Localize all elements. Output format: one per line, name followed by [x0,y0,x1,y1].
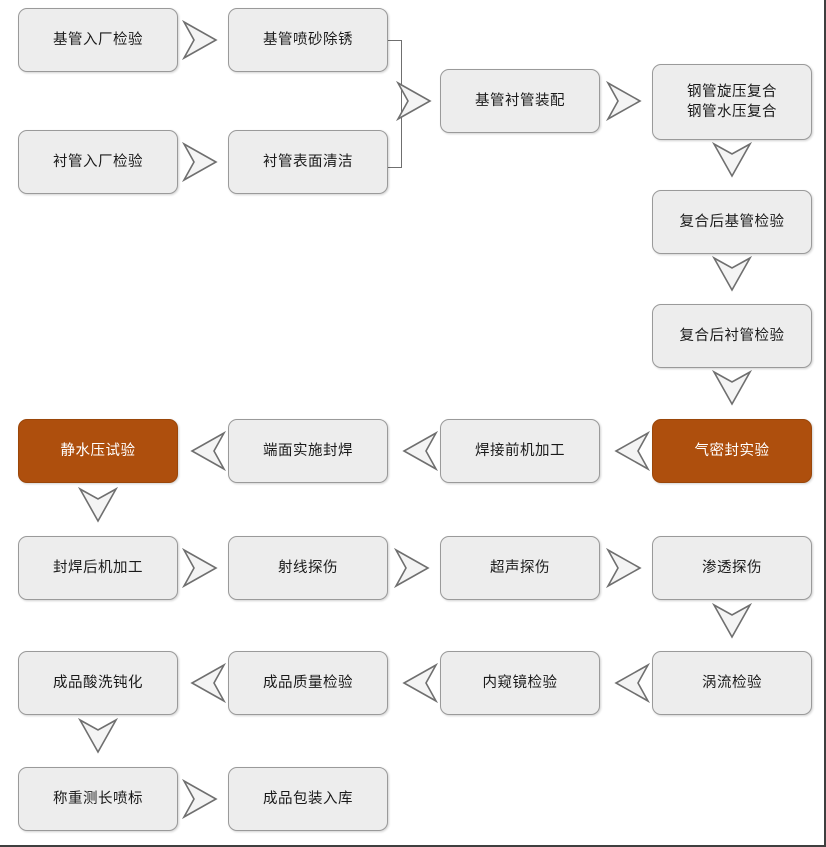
flow-arrow-down-icon [76,486,120,531]
process-node-label: 内窥镜检验 [482,675,558,691]
process-node-n04[interactable]: 衬管表面清洁 [228,130,388,194]
process-node-label: 静水压试验 [60,443,136,459]
process-node-n12[interactable]: 静水压试验 [18,419,178,483]
process-node-label: 射线探伤 [278,560,338,576]
flow-arrow-right-icon [181,777,226,821]
process-node-label: 封焊后机加工 [53,560,143,576]
process-node-n08[interactable]: 复合后衬管检验 [652,304,812,368]
process-node-label: 端面实施封焊 [263,443,353,459]
process-node-label: 焊接前机加工 [475,443,565,459]
process-node-n20[interactable]: 成品酸洗钝化 [18,651,178,715]
process-node-n16[interactable]: 渗透探伤 [652,536,812,600]
flow-arrow-right-icon [181,140,226,184]
flow-arrow-right-icon [393,546,438,590]
process-node-label: 基管入厂检验 [53,32,143,48]
flow-arrow-left-icon [182,661,227,705]
flow-arrow-left-icon [606,429,651,473]
process-node-n10[interactable]: 焊接前机加工 [440,419,600,483]
process-node-n05[interactable]: 基管衬管装配 [440,69,600,133]
flow-arrow-down-icon [710,602,754,647]
process-node-label: 成品包装入库 [263,791,353,807]
process-node-n19[interactable]: 成品质量检验 [228,651,388,715]
process-node-label: 渗透探伤 [702,560,762,576]
process-node-n11[interactable]: 端面实施封焊 [228,419,388,483]
process-node-n01[interactable]: 基管入厂检验 [18,8,178,72]
flow-arrow-down-icon [710,255,754,300]
process-node-n15[interactable]: 超声探伤 [440,536,600,600]
flow-arrow-right-icon [395,79,440,123]
process-node-n13[interactable]: 封焊后机加工 [18,536,178,600]
process-node-n14[interactable]: 射线探伤 [228,536,388,600]
flow-arrow-left-icon [182,429,227,473]
flow-arrow-right-icon [605,79,650,123]
process-node-n06[interactable]: 钢管旋压复合 钢管水压复合 [652,64,812,140]
flow-arrow-down-icon [76,717,120,762]
merge-bracket [388,40,402,168]
flow-arrow-right-icon [181,18,226,62]
process-node-n03[interactable]: 衬管入厂检验 [18,130,178,194]
process-node-label: 称重测长喷标 [53,791,143,807]
process-node-n02[interactable]: 基管喷砂除锈 [228,8,388,72]
process-node-label: 涡流检验 [702,675,762,691]
flow-arrow-right-icon [605,546,650,590]
process-node-label: 气密封实验 [694,443,770,459]
flow-arrow-left-icon [394,429,439,473]
process-node-label: 复合后衬管检验 [679,328,785,344]
process-node-label: 基管喷砂除锈 [263,32,353,48]
process-node-label: 衬管表面清洁 [263,154,353,170]
flow-arrow-left-icon [606,661,651,705]
process-node-n09[interactable]: 气密封实验 [652,419,812,483]
process-node-n18[interactable]: 内窥镜检验 [440,651,600,715]
process-node-label: 超声探伤 [490,560,550,576]
flow-arrow-down-icon [710,141,754,186]
flow-arrow-right-icon [181,546,226,590]
process-node-label: 成品质量检验 [263,675,353,691]
process-node-n07[interactable]: 复合后基管检验 [652,190,812,254]
process-node-n17[interactable]: 涡流检验 [652,651,812,715]
process-node-label: 复合后基管检验 [679,214,785,230]
process-node-label: 成品酸洗钝化 [53,675,143,691]
process-node-label: 衬管入厂检验 [53,154,143,170]
process-node-n22[interactable]: 成品包装入库 [228,767,388,831]
process-node-n21[interactable]: 称重测长喷标 [18,767,178,831]
process-node-label: 钢管旋压复合 钢管水压复合 [687,84,777,120]
flow-arrow-down-icon [710,369,754,414]
process-node-label: 基管衬管装配 [475,93,565,109]
flow-arrow-left-icon [394,661,439,705]
